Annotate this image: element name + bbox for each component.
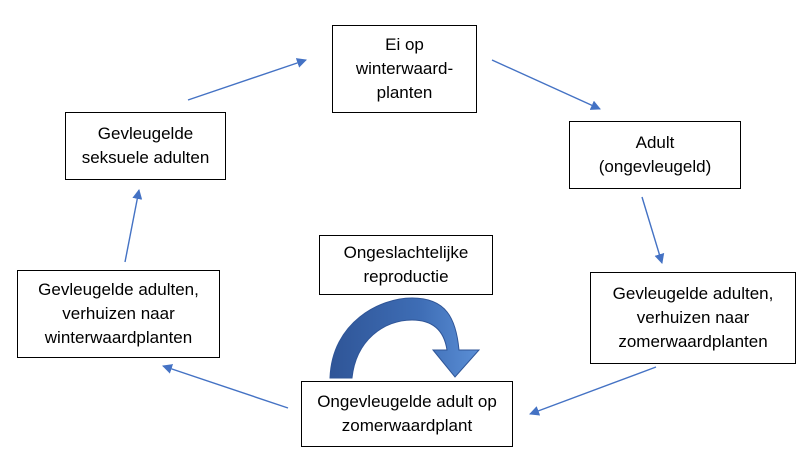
winter-migration-label: Gevleugelde adulten, verhuizen naar wint…: [38, 280, 199, 347]
wingless-adult-node: Adult (ongevleugeld): [569, 121, 741, 189]
summer-migration-node: Gevleugelde adulten, verhuizen naar zome…: [590, 272, 796, 364]
egg-label: Ei op winterwaard- planten: [355, 35, 454, 102]
sexual-adults-node: Gevleugelde seksuele adulten: [65, 112, 226, 180]
arrow-sexual-to-egg: [187, 58, 307, 101]
arrow-adult-to-summer-migration: [641, 196, 665, 264]
wingless-summer-adult-node: Ongevleugelde adult op zomerwaardplant: [301, 381, 513, 447]
egg-node: Ei op winterwaard- planten: [332, 25, 477, 113]
arrow-egg-to-adult: [491, 59, 601, 110]
asexual-reproduction-label: Ongeslachtelijke reproductie: [343, 243, 469, 286]
asexual-reproduction-curved-arrow: [329, 297, 481, 379]
asexual-reproduction-node: Ongeslachtelijke reproductie: [319, 235, 493, 295]
sexual-adults-label: Gevleugelde seksuele adulten: [81, 124, 210, 167]
winter-migration-node: Gevleugelde adulten, verhuizen naar wint…: [17, 270, 220, 358]
arrow-summer-migration-to-wingless: [529, 366, 657, 416]
summer-migration-label: Gevleugelde adulten, verhuizen naar zome…: [612, 284, 774, 351]
wingless-summer-adult-label: Ongevleugelde adult op zomerwaardplant: [317, 392, 497, 435]
arrow-winter-migration-to-sexual: [124, 189, 143, 263]
arrow-wingless-to-winter-migration: [162, 364, 289, 409]
wingless-adult-label: Adult (ongevleugeld): [598, 133, 712, 176]
